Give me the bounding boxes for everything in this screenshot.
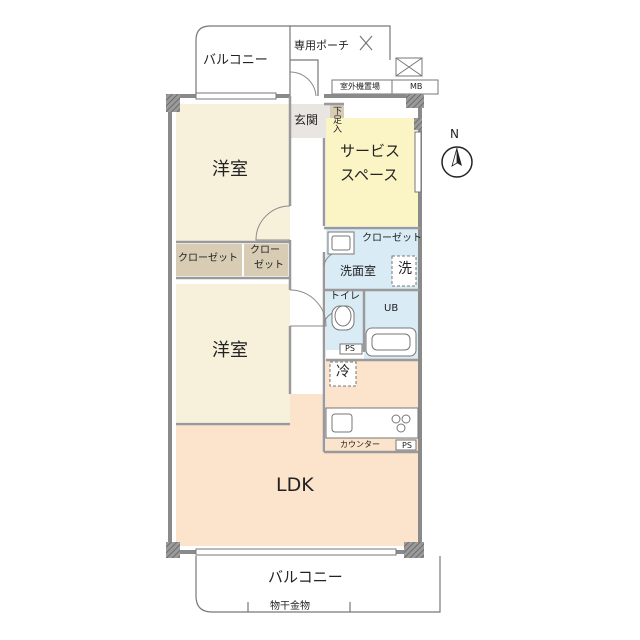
label-washroom: 洗面室: [340, 264, 377, 278]
label-western-2: 洋室: [212, 340, 248, 361]
windows: [195, 92, 422, 556]
door-swings: [255, 71, 341, 327]
label-balcony-bottom: バルコニー: [268, 568, 343, 586]
closet-2-fill: [244, 244, 288, 276]
label-closet-2a: クロー: [250, 245, 280, 256]
label-fridge: 冷: [336, 364, 350, 380]
label-western-1: 洋室: [212, 159, 248, 180]
balcony-top-outline: [195, 25, 391, 97]
label-ldk: LDK: [276, 474, 314, 496]
outdoor-unit-box: [331, 57, 439, 95]
label-clothes-hanger: 物干金物: [270, 601, 310, 612]
room-service-space: [326, 118, 418, 226]
label-mb: MB: [410, 82, 423, 91]
label-ub: UB: [384, 303, 399, 314]
label-ps-2: PS: [402, 441, 412, 450]
label-balcony-top: バルコニー: [203, 53, 268, 68]
label-ps-1: PS: [345, 344, 355, 353]
label-shoe-box: 下足入: [331, 106, 341, 133]
inner-walls: [176, 96, 420, 454]
room-ldk: [176, 360, 418, 546]
balcony-bottom-outline: [195, 556, 441, 613]
room-western-2: [176, 284, 290, 422]
compass-label: N: [450, 127, 459, 141]
fridge-area: [329, 361, 357, 387]
label-outdoor-unit: 室外機置場: [340, 82, 380, 91]
hallway-fill: [290, 104, 324, 394]
label-service-space-1: サービス: [340, 142, 401, 160]
label-closet-3: クローゼット: [362, 233, 422, 244]
label-washer: 洗: [398, 261, 412, 277]
label-closet-2b: ゼット: [254, 260, 284, 271]
fixtures: [325, 231, 419, 451]
compass-icon: [441, 146, 473, 178]
washer-area: [391, 255, 417, 287]
label-closet-1: クローゼット: [178, 253, 238, 264]
label-private-porch: 専用ポーチ: [294, 39, 349, 52]
room-western-1: [176, 104, 290, 242]
entrance-fill: [290, 104, 330, 138]
label-counter: カウンター: [340, 440, 380, 449]
closet-1-fill: [176, 244, 242, 276]
label-entrance: 玄関: [294, 113, 319, 127]
pillars: [166, 94, 424, 558]
label-toilet: トイレ: [330, 291, 360, 302]
north-compass: N: [440, 128, 474, 184]
label-service-space-2: スペース: [340, 166, 399, 184]
